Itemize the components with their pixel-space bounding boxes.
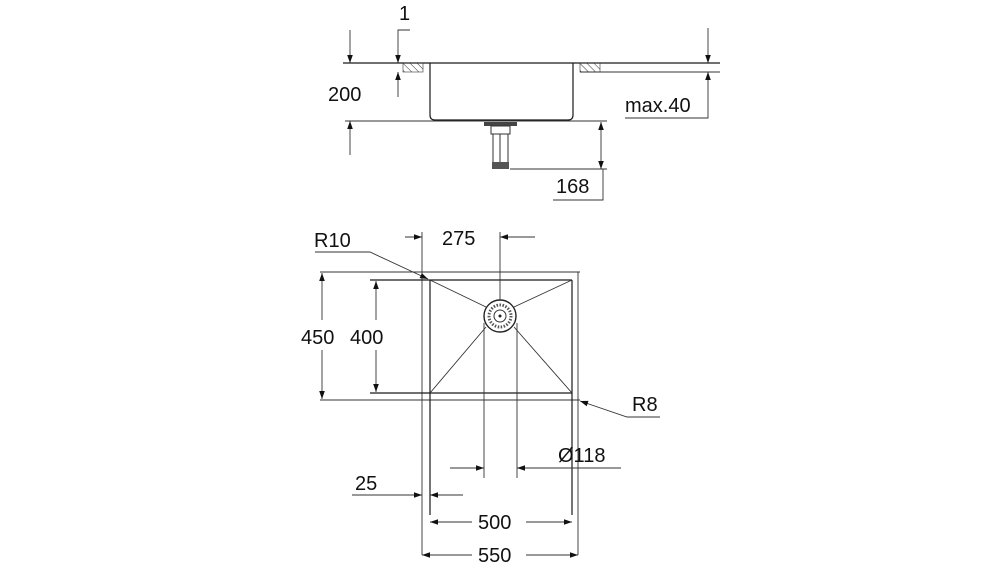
dim-1-arrow-top	[395, 29, 410, 63]
dim-168-underline	[553, 169, 604, 201]
dim-500-label: 500	[478, 512, 511, 534]
dim-25-label: 25	[355, 473, 377, 495]
r8-label: R8	[632, 394, 658, 416]
dim-118-label: Ø118	[558, 445, 605, 467]
top-view: R10 275 450 400 R8 Ø118 25 500 550	[301, 228, 660, 567]
dim-275-label: 275	[442, 228, 475, 250]
r8-leader	[579, 400, 660, 418]
dim-max40-arrow-bottom	[625, 72, 711, 119]
dim-max40-label: max.40	[625, 95, 691, 117]
hatch-right	[579, 62, 601, 73]
r10-leader	[315, 251, 429, 280]
r10-label: R10	[314, 230, 351, 252]
bowl-slope-lines	[429, 279, 573, 394]
drain-fitting	[484, 122, 517, 169]
dim-550-label: 550	[478, 545, 511, 567]
side-view: 200 1 max.40 168	[328, 3, 720, 201]
dim-1-label: 1	[399, 3, 410, 25]
dim-168-label: 168	[556, 176, 589, 198]
dim-450-label: 450	[301, 327, 334, 349]
dim-400-label: 400	[350, 327, 383, 349]
dim-200-label: 200	[328, 84, 361, 106]
drain-icon	[483, 299, 517, 333]
hatch-left	[402, 62, 424, 73]
sink-bowl-profile	[429, 63, 574, 121]
